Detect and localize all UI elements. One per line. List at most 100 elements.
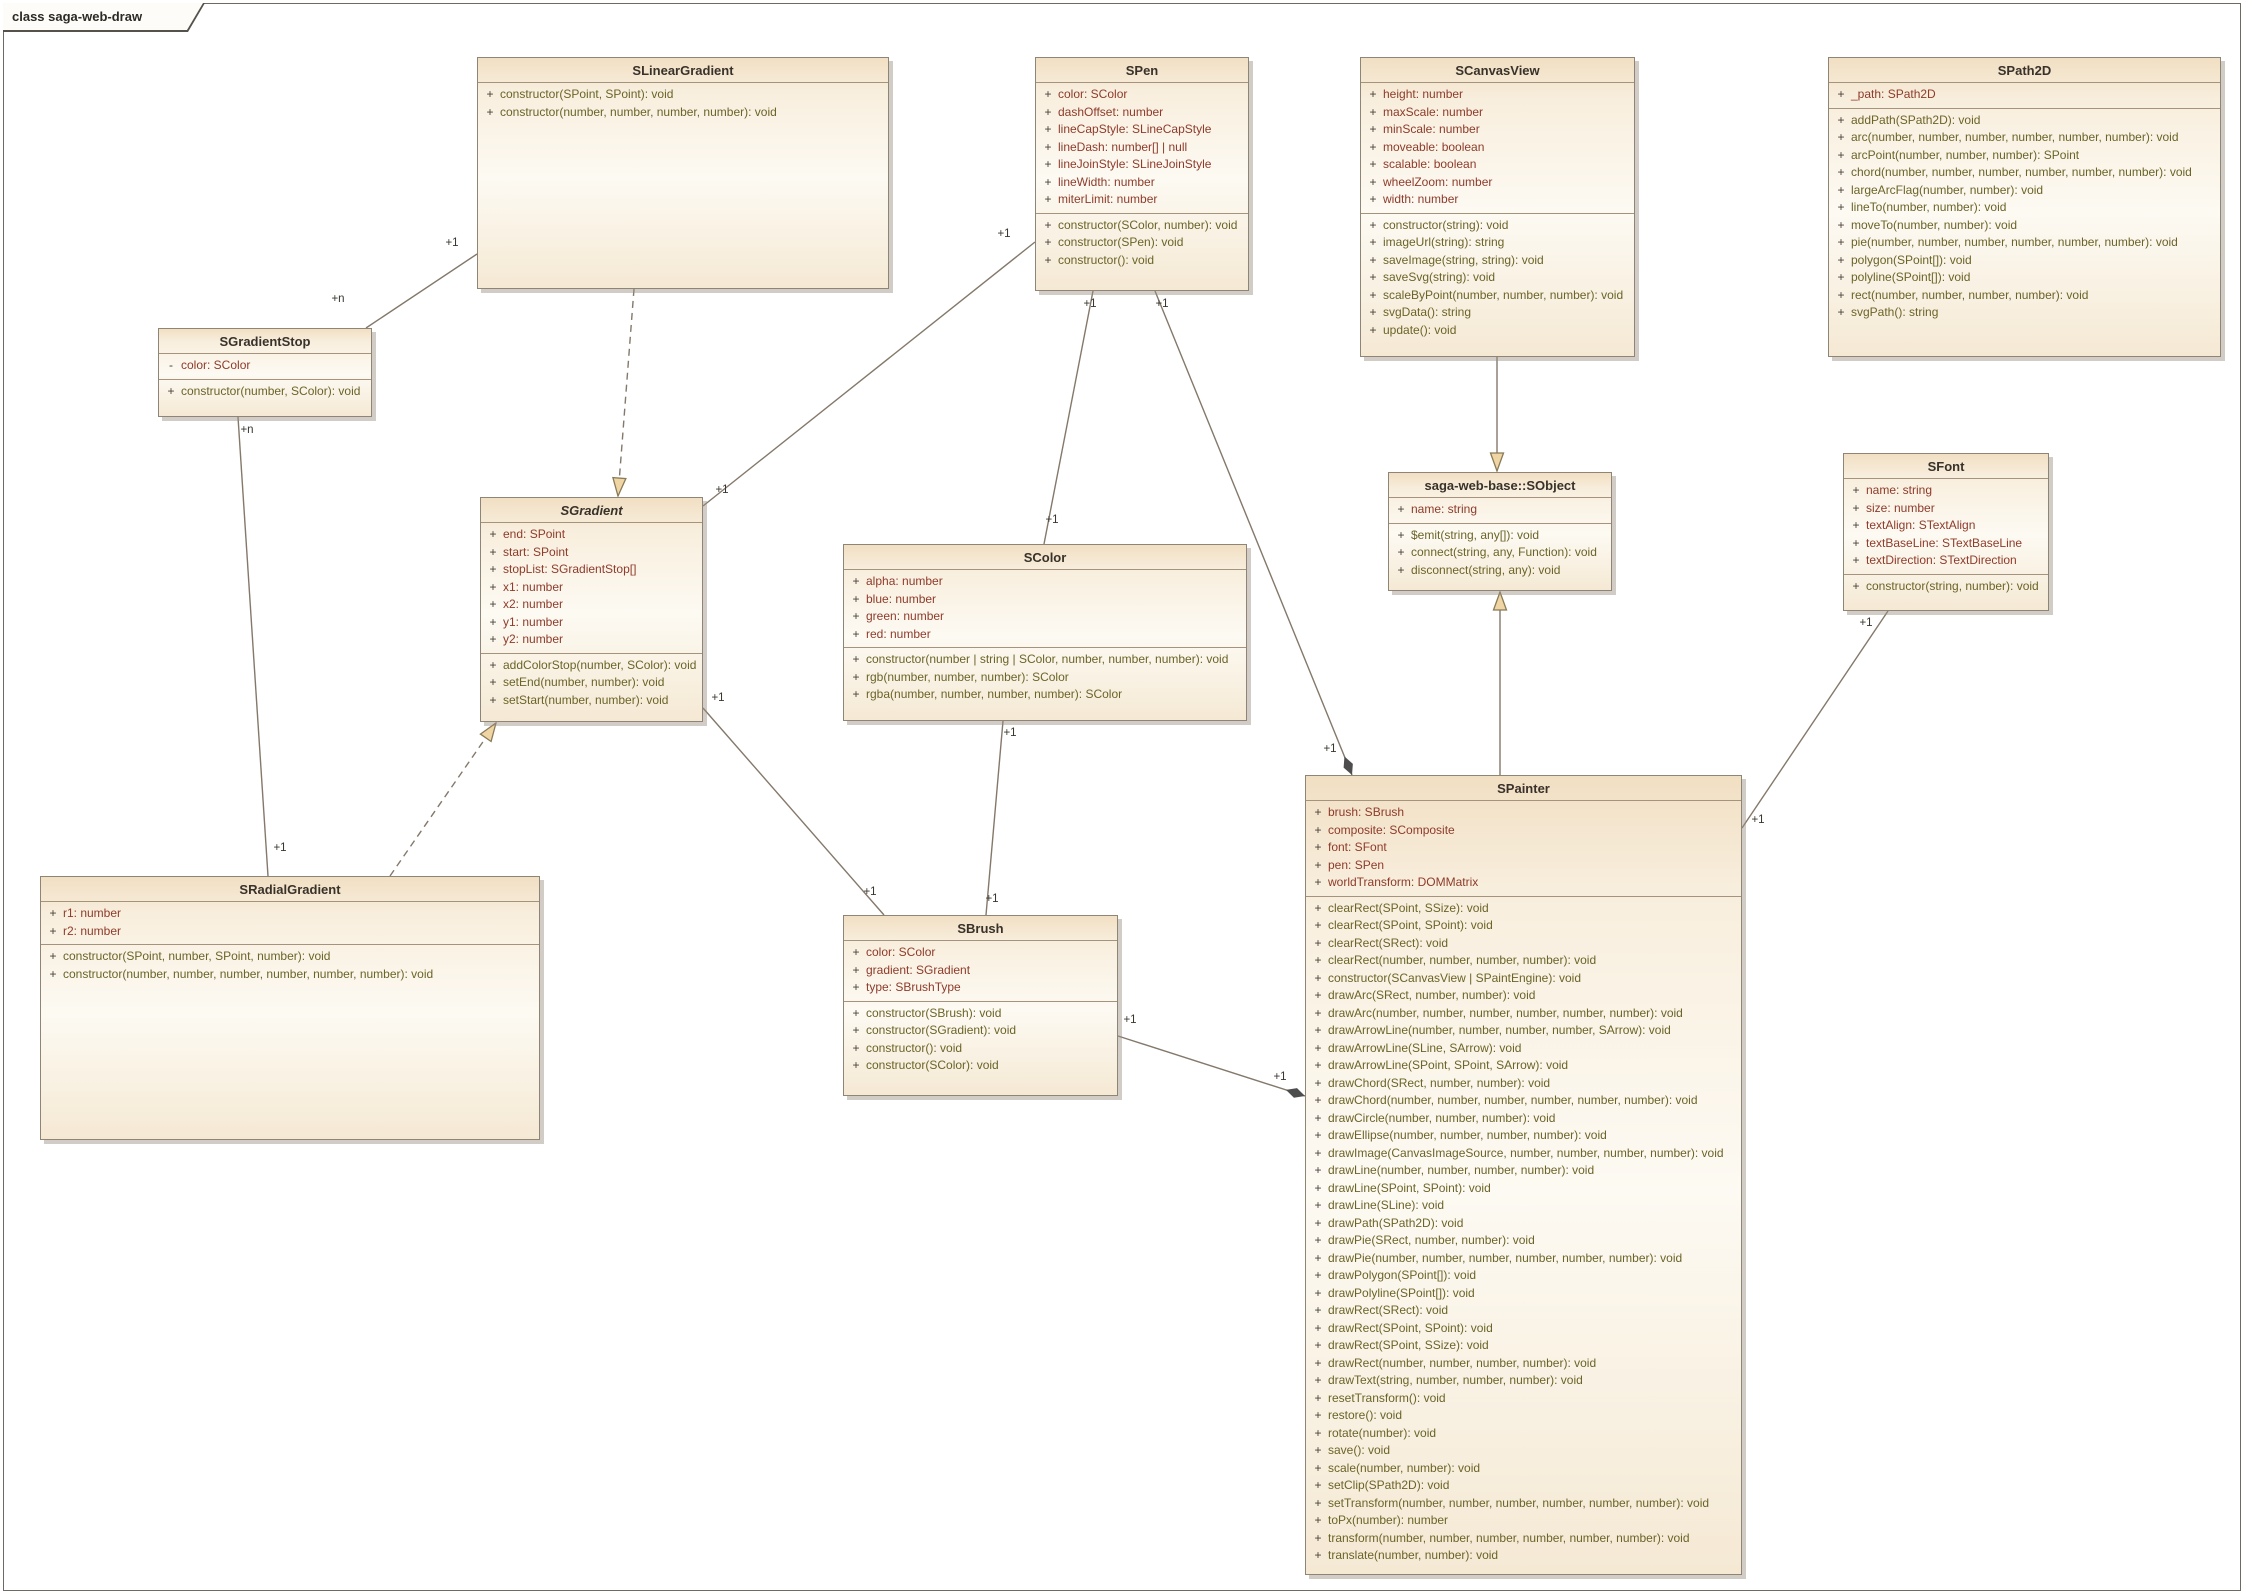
visibility-marker: +	[1314, 970, 1322, 985]
methods-compartment: +constructor(number, SColor): void	[159, 378, 371, 405]
method-row: + drawRect(SPoint, SSize): void	[1308, 1337, 1738, 1355]
attribute-row: +x2: number	[483, 596, 699, 614]
member-text: constructor(SColor, number): void	[1058, 217, 1238, 232]
member-text: rgba(number, number, number, number): SC…	[866, 687, 1123, 701]
attribute-row: +width: number	[1363, 191, 1631, 209]
method-row: +drawChord(number, number, number, numbe…	[1308, 1092, 1738, 1110]
method-row: +arc(number, number, number, number, num…	[1831, 129, 2217, 147]
class-scanvasview[interactable]: SCanvasView +height: number+maxScale: nu…	[1360, 57, 1635, 357]
member-text: toPx(number): number	[1328, 1513, 1449, 1527]
member-text: drawChord(SRect, number, number): void	[1328, 1075, 1551, 1090]
attribute-row: +minScale: number	[1363, 121, 1631, 139]
member-text: drawPie(number, number, number, number, …	[1328, 1250, 1683, 1265]
method-row: +clearRect(SPoint, SPoint): void	[1308, 917, 1738, 935]
visibility-marker: +	[1314, 1285, 1322, 1300]
method-row: +setEnd(number, number): void	[483, 674, 699, 692]
edge-sgradientstop-sradialgradient	[237, 416, 269, 877]
member-text: constructor(number, SColor): void	[181, 383, 361, 398]
visibility-marker: +	[489, 657, 497, 672]
visibility-marker: +	[486, 87, 494, 101]
attribute-row: +miterLimit: number	[1038, 191, 1245, 209]
class-sfont[interactable]: SFont +name: string+size: number+textAli…	[1843, 453, 2049, 611]
attributes-compartment: -color: SColor	[159, 354, 371, 379]
attribute-row: +_path: SPath2D	[1831, 86, 2217, 104]
method-row: +connect(string, any, Function): void	[1391, 544, 1608, 562]
attribute-row: +moveable: boolean	[1363, 139, 1631, 157]
method-row: +drawArc(SRect, number, number): void	[1308, 987, 1738, 1005]
class-slineargradient[interactable]: SLinearGradient +constructor(SPoint, SPo…	[477, 57, 889, 289]
visibility-marker: +	[1044, 217, 1052, 232]
member-text: scale(number, number): void	[1328, 1460, 1481, 1475]
class-sgradient[interactable]: SGradient +end: SPoint+start: SPoint+sto…	[480, 497, 703, 722]
method-row: +constructor(SColor): void	[846, 1057, 1114, 1075]
visibility-marker: +	[1314, 1408, 1322, 1422]
member-text: drawEllipse(number, number, number, numb…	[1328, 1128, 1607, 1142]
visibility-marker: +	[1044, 174, 1052, 189]
member-text: polygon(SPoint[]): void	[1851, 252, 1972, 267]
visibility-marker: +	[852, 609, 860, 623]
member-text: font: SFont	[1328, 840, 1387, 854]
class-sgradientstop[interactable]: SGradientStop -color: SColor +constructo…	[158, 328, 372, 417]
member-text: drawArc(SRect, number, number): void	[1328, 988, 1536, 1002]
member-text: drawRect(SPoint, SSize): void	[1328, 1338, 1489, 1352]
visibility-marker: +	[1314, 1268, 1322, 1282]
class-sbrush[interactable]: SBrush +color: SColor+gradient: SGradien…	[843, 915, 1118, 1096]
visibility-marker: +	[1314, 1443, 1322, 1457]
visibility-marker: +	[489, 597, 497, 611]
class-title: saga-web-base::SObject	[1389, 473, 1611, 498]
method-row: +drawLine(SLine): void	[1308, 1197, 1738, 1215]
member-text: drawRect(SPoint, SPoint): void	[1328, 1320, 1493, 1335]
visibility-marker: +	[489, 675, 497, 689]
attribute-row: +lineCapStyle: SLineCapStyle	[1038, 121, 1245, 139]
frame-tab-face: class saga-web-draw	[3, 3, 203, 30]
class-title: SGradient	[481, 498, 702, 523]
attribute-row: +lineWidth: number	[1038, 174, 1245, 192]
member-text: red: number	[866, 626, 931, 641]
method-row: +constructor(string): void	[1363, 217, 1631, 235]
class-title: SPainter	[1306, 776, 1741, 801]
member-text: r1: number	[63, 906, 122, 920]
member-text: textAlign: STextAlign	[1866, 518, 1976, 532]
methods-compartment: +$emit(string, any[]): void+connect(stri…	[1389, 522, 1611, 584]
visibility-marker: +	[1044, 192, 1052, 206]
member-text: wheelZoom: number	[1383, 174, 1493, 189]
member-text: _path: SPath2D	[1851, 87, 1936, 101]
method-row: +drawImage(CanvasImageSource, number, nu…	[1308, 1145, 1738, 1163]
visibility-marker: +	[1044, 87, 1052, 101]
visibility-marker: +	[1314, 1040, 1322, 1055]
visibility-marker: +	[1369, 122, 1377, 136]
method-row: +drawRect(SPoint, SPoint): void	[1308, 1320, 1738, 1338]
method-row: +addColorStop(number, SColor): void	[483, 657, 699, 675]
attribute-row: +brush: SBrush	[1308, 804, 1738, 822]
class-scolor[interactable]: SColor +alpha: number+blue: number+green…	[843, 544, 1247, 721]
multiplicity-label: +1	[1751, 814, 1765, 826]
visibility-marker: +	[1314, 1338, 1322, 1352]
method-row: +constructor(): void	[846, 1040, 1114, 1058]
method-row: +constructor(SBrush): void	[846, 1005, 1114, 1023]
member-text: drawPolygon(SPoint[]): void	[1328, 1268, 1477, 1282]
class-spainter[interactable]: SPainter +brush: SBrush+composite: SComp…	[1305, 775, 1742, 1575]
class-spath2d[interactable]: SPath2D +_path: SPath2D +addPath(SPath2D…	[1828, 57, 2221, 357]
attribute-row: +type: SBrushType	[846, 979, 1114, 997]
attributes-compartment: +height: number+maxScale: number+minScal…	[1361, 83, 1634, 213]
class-sradialgradient[interactable]: SRadialGradient +r1: number+r2: number +…	[40, 876, 540, 1140]
attribute-row: +y1: number	[483, 614, 699, 632]
visibility-marker: +	[1314, 1233, 1322, 1247]
method-row: +restore(): void	[1308, 1407, 1738, 1425]
visibility-marker: +	[852, 574, 860, 588]
method-row: +arcPoint(number, number, number): SPoin…	[1831, 147, 2217, 165]
class-sobject[interactable]: saga-web-base::SObject +name: string +$e…	[1388, 472, 1612, 591]
visibility-marker: +	[489, 562, 497, 576]
method-row: +moveTo(number, number): void	[1831, 217, 2217, 235]
method-row: +constructor(number, number, number, num…	[480, 104, 885, 122]
visibility-marker: +	[1314, 1495, 1322, 1510]
visibility-marker: +	[1314, 1163, 1322, 1177]
visibility-marker: +	[1837, 200, 1845, 214]
class-spen[interactable]: SPen +color: SColor+dashOffset: number+l…	[1035, 57, 1249, 291]
member-text: height: number	[1383, 87, 1464, 101]
visibility-marker: +	[1314, 1425, 1322, 1440]
visibility-marker: +	[1314, 1215, 1322, 1230]
member-text: color: SColor	[866, 945, 936, 959]
multiplicity-label: +1	[273, 842, 287, 854]
member-text: scaleByPoint(number, number, number): vo…	[1383, 287, 1624, 302]
